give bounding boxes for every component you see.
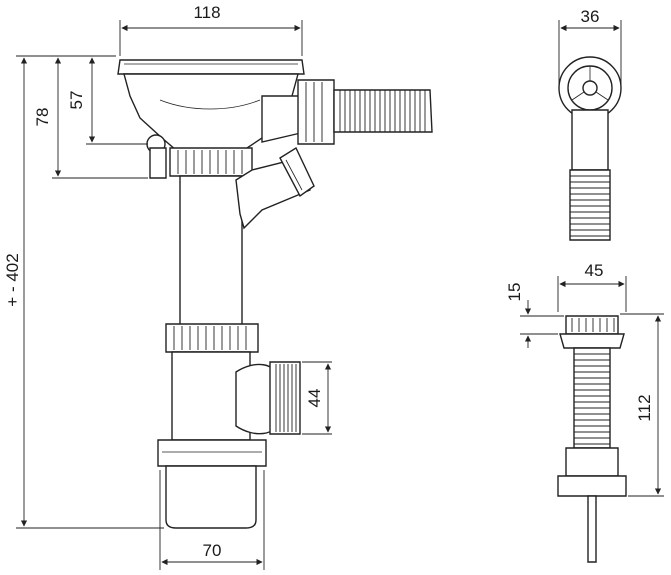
dim-overall-width: 118 — [193, 3, 220, 22]
dim-funnel-height: 78 — [33, 108, 52, 127]
main-siphon — [117, 59, 433, 529]
dimension-annotations: 118 + - 402 78 57 44 70 36 45 — [3, 3, 664, 570]
dim-bottle-width: 70 — [203, 541, 222, 560]
dim-outlet-diameter: 44 — [305, 389, 324, 408]
dim-overflow-top: 15 — [505, 283, 524, 302]
dim-side-width: 36 — [581, 7, 600, 26]
dim-overflow-height: 112 — [635, 394, 654, 421]
dim-overall-height: + - 402 — [3, 253, 22, 306]
overflow-view — [557, 315, 627, 563]
dim-upper-height: 57 — [67, 91, 86, 110]
dim-overflow-width: 45 — [585, 261, 604, 280]
side-view — [558, 56, 622, 241]
